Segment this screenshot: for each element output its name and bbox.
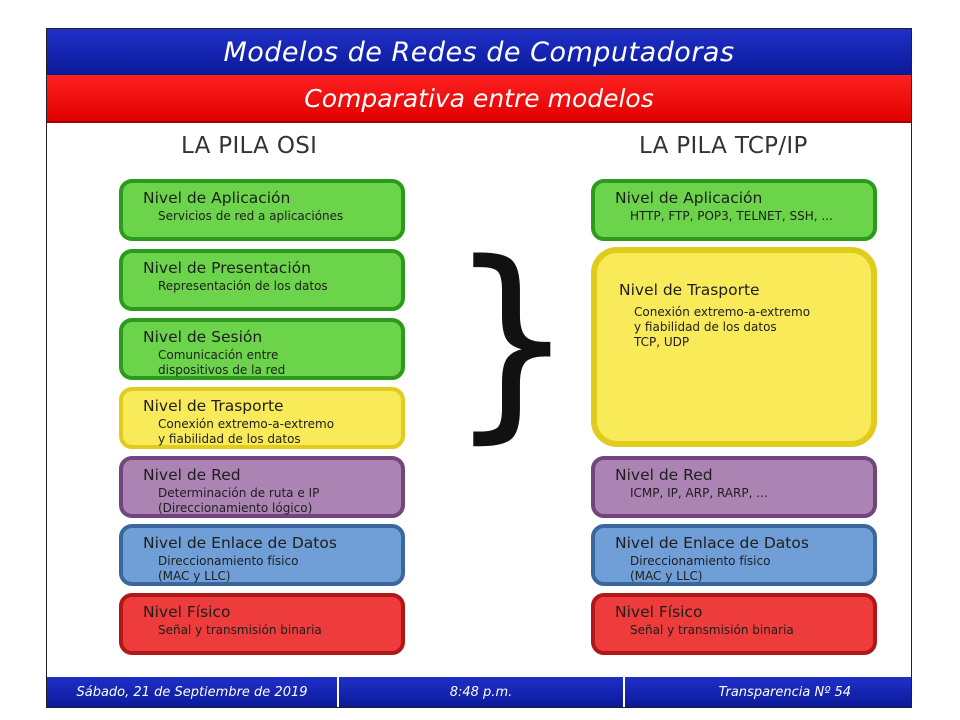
footer-bar: Sábado, 21 de Septiembre de 2019 8:48 p.… [47,675,911,707]
tcpip-layer-transport: Nivel de Trasporte Conexión extremo-a-ex… [591,247,877,447]
layer-desc: HTTP, FTP, POP3, TELNET, SSH, ... [630,209,833,223]
osi-layer-transport: Nivel de Trasporte Conexión extremo-a-ex… [119,387,405,449]
slide-title: Modelos de Redes de Computadoras [47,29,911,75]
layer-name: Nivel de Red [615,466,713,484]
layer-desc: Señal y transmisión binaria [630,623,794,637]
layer-name: Nivel de Sesión [143,328,263,346]
layer-desc: Conexión extremo-a-extremo y fiabilidad … [634,305,811,349]
footer-slide-number: Transparencia Nº 54 [718,684,851,700]
layer-desc: ICMP, IP, ARP, RARP, ... [630,486,768,500]
osi-layer-application: Nivel de Aplicación Servicios de red a a… [119,179,405,241]
tcpip-layer-network: Nivel de Red ICMP, IP, ARP, RARP, ... [591,456,877,518]
tcpip-layer-datalink: Nivel de Enlace de Datos Direccionamient… [591,524,877,586]
layer-desc: Direccionamiento físico (MAC y LLC) [158,554,299,583]
layer-name: Nivel de Trasporte [143,397,284,415]
slide: Modelos de Redes de Computadoras Compara… [46,28,912,708]
tcpip-title: LA PILA TCP/IP [639,133,808,159]
layer-desc: Servicios de red a aplicaciónes [158,209,344,223]
footer-time: 8:48 p.m. [337,677,625,707]
footer-date: Sábado, 21 de Septiembre de 2019 [76,684,308,700]
layer-desc: Representación de los datos [158,279,328,293]
layer-name: Nivel de Aplicación [615,189,763,207]
layer-name: Nivel de Trasporte [619,281,760,299]
layer-desc: Direccionamiento físico (MAC y LLC) [630,554,771,583]
layer-desc: Determinación de ruta e IP (Direccionami… [158,486,320,515]
osi-title: LA PILA OSI [181,133,318,159]
layer-desc: Conexión extremo-a-extremo y fiabilidad … [158,417,335,446]
curly-brace: } [448,217,576,462]
osi-layer-session: Nivel de Sesión Comunicación entre dispo… [119,318,405,380]
osi-layer-datalink: Nivel de Enlace de Datos Direccionamient… [119,524,405,586]
slide-subtitle: Comparativa entre modelos [47,75,911,123]
layer-name: Nivel Físico [615,603,703,621]
tcpip-layer-physical: Nivel Físico Señal y transmisión binaria [591,593,877,655]
layer-name: Nivel de Enlace de Datos [143,534,337,552]
layer-name: Nivel Físico [143,603,231,621]
layer-name: Nivel de Aplicación [143,189,291,207]
layer-name: Nivel de Enlace de Datos [615,534,809,552]
layer-desc: Señal y transmisión binaria [158,623,322,637]
tcpip-layer-application: Nivel de Aplicación HTTP, FTP, POP3, TEL… [591,179,877,241]
layer-desc: Comunicación entre dispositivos de la re… [158,348,286,377]
layer-name: Nivel de Presentación [143,259,311,277]
osi-layer-presentation: Nivel de Presentación Representación de … [119,249,405,311]
layer-name: Nivel de Red [143,466,241,484]
osi-layer-network: Nivel de Red Determinación de ruta e IP … [119,456,405,518]
osi-layer-physical: Nivel Físico Señal y transmisión binaria [119,593,405,655]
